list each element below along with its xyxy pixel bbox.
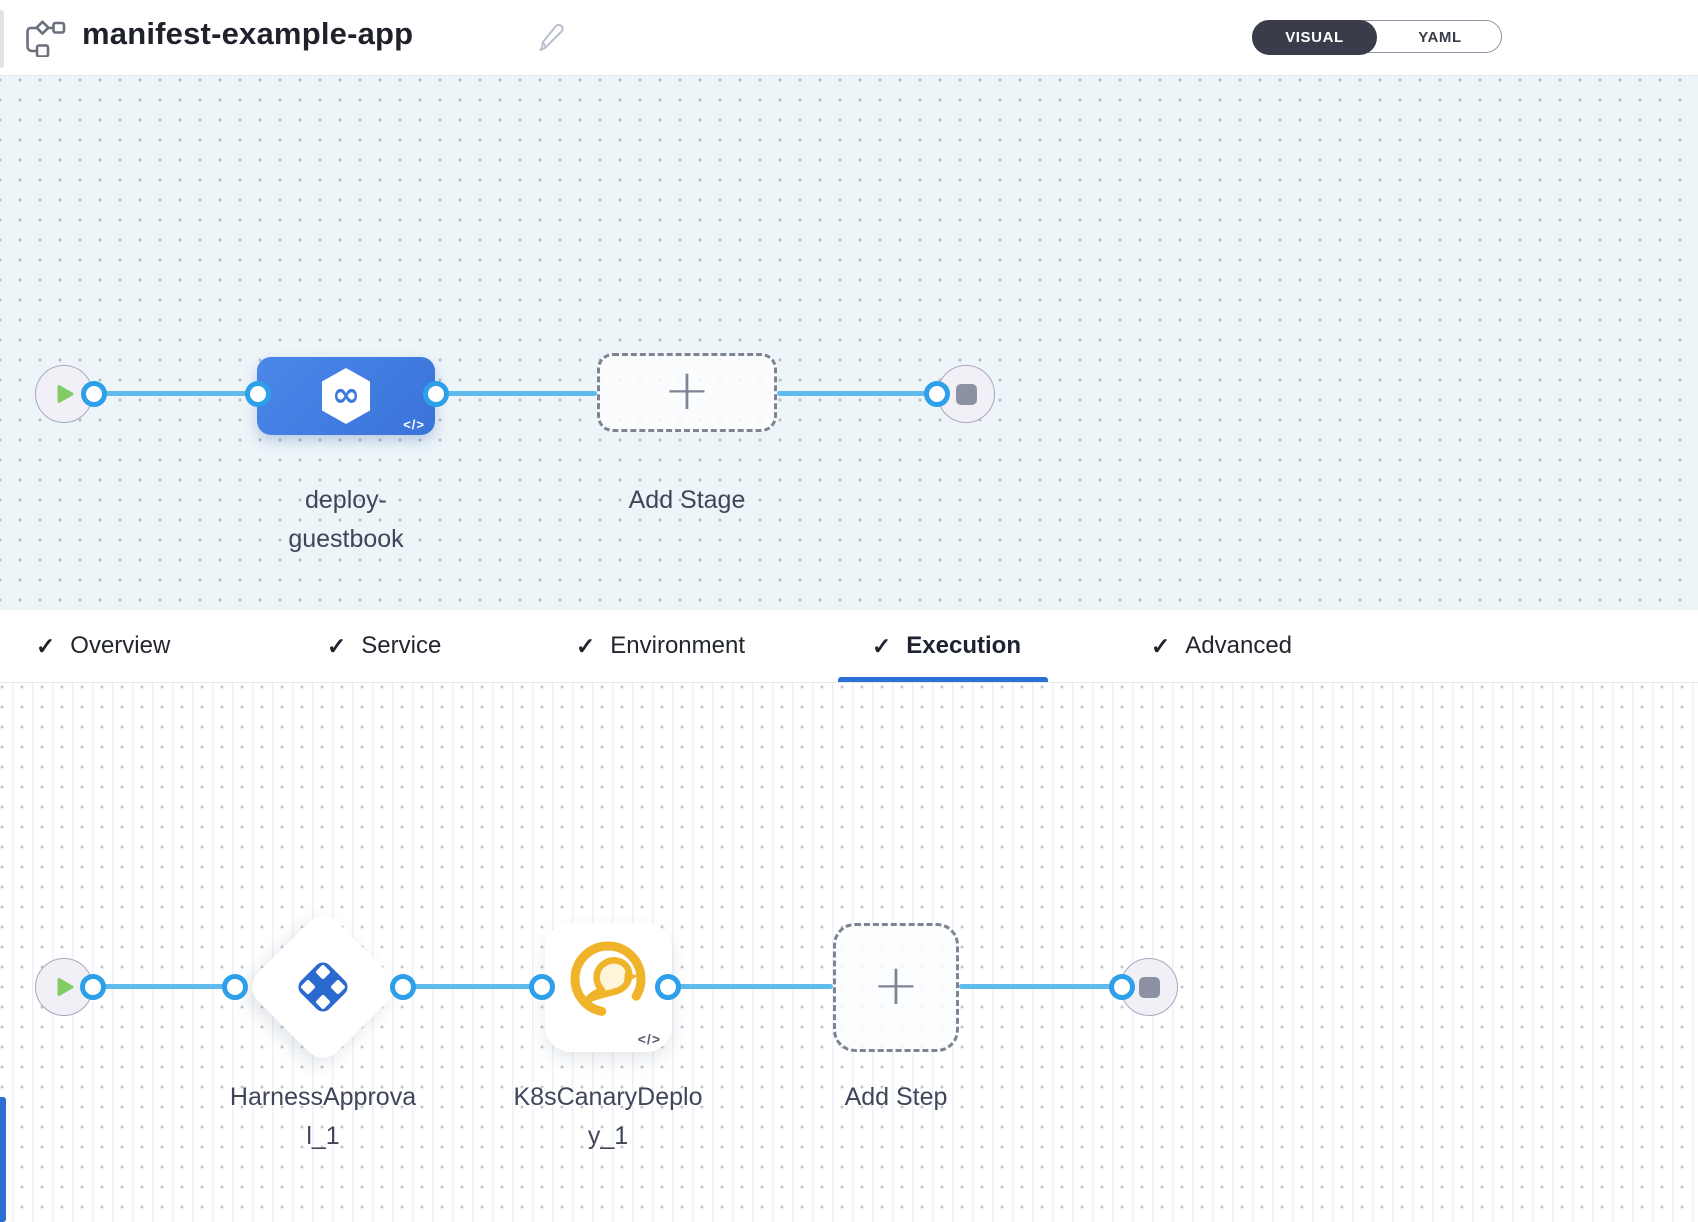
tab-label: Service — [361, 632, 442, 659]
add-stage-label: Add Stage — [628, 486, 746, 514]
harness-approval-icon — [298, 962, 348, 1012]
check-icon: ✓ — [36, 632, 56, 659]
execution-graph-canvas[interactable]: </> + HarnessApproval_1 K8sCanaryDeploy_… — [0, 683, 1698, 1222]
tab-service[interactable]: ✓ Service — [327, 610, 441, 682]
edge-port[interactable] — [529, 974, 555, 1000]
stage-graph-canvas[interactable]: ∞ </> + deploy-guestbook Add Stage — [0, 76, 1698, 610]
check-icon: ✓ — [1151, 632, 1171, 659]
edge-addstage-to-end — [777, 391, 937, 396]
check-icon: ✓ — [872, 632, 892, 659]
tab-label: Environment — [610, 632, 746, 659]
edge-port[interactable] — [1109, 974, 1135, 1000]
check-icon: ✓ — [327, 632, 347, 659]
edge-port[interactable] — [924, 381, 950, 407]
view-mode-toggle: VISUAL YAML — [1252, 20, 1502, 55]
active-tab-indicator — [838, 677, 1048, 682]
pipeline-title: manifest-example-app — [82, 16, 414, 51]
svg-text:∞: ∞ — [332, 375, 360, 415]
edge-start-to-approval — [93, 984, 235, 989]
tab-advanced[interactable]: ✓ Advanced — [1151, 610, 1292, 682]
plus-icon: + — [663, 357, 711, 423]
stage-code-badge[interactable]: </> — [403, 417, 425, 432]
step-code-badge[interactable]: </> — [637, 1031, 661, 1047]
visual-toggle-button[interactable]: VISUAL — [1252, 20, 1377, 55]
header: manifest-example-app VISUAL YAML — [0, 0, 1698, 76]
stage-node-deploy-guestbook[interactable]: ∞ </> — [257, 357, 435, 435]
tab-environment[interactable]: ✓ Environment — [576, 610, 745, 682]
add-stage-button[interactable]: + — [597, 353, 777, 432]
edge-port[interactable] — [222, 974, 248, 1000]
step-name-label: K8sCanaryDeploy_1 — [513, 1083, 703, 1150]
yaml-toggle-button[interactable]: YAML — [1418, 28, 1462, 46]
play-icon — [57, 978, 74, 996]
edge-stage-to-addstage — [436, 391, 597, 396]
cd-stage-icon: ∞ — [322, 368, 370, 424]
canary-deploy-icon — [570, 941, 646, 1017]
pipeline-icon — [24, 19, 66, 62]
tab-label: Execution — [906, 632, 1021, 659]
edge-addstep-to-end — [959, 984, 1122, 989]
edge-port[interactable] — [423, 381, 449, 407]
left-edge-accent — [0, 1097, 6, 1222]
add-step-label: Add Step — [844, 1083, 948, 1111]
step-name-label: HarnessApproval_1 — [229, 1083, 417, 1150]
edge-canary-to-addstep — [668, 984, 833, 989]
stop-icon — [955, 383, 977, 405]
stage-name-label: deploy-guestbook — [288, 486, 404, 553]
stage-config-tabs: ✓ Overview ✓ Service ✓ Environment ✓ Exe… — [0, 610, 1698, 683]
edge-port[interactable] — [80, 974, 106, 1000]
tab-overview[interactable]: ✓ Overview — [36, 610, 170, 682]
step-node-k8s-canary-deploy[interactable]: </> — [545, 923, 672, 1052]
edge-start-to-stage — [94, 391, 258, 396]
tab-label: Overview — [70, 632, 171, 659]
play-icon — [57, 385, 74, 403]
edge-port[interactable] — [390, 974, 416, 1000]
check-icon: ✓ — [576, 632, 596, 659]
plus-icon: + — [872, 952, 920, 1018]
edge-approval-to-canary — [403, 984, 542, 989]
edge-port[interactable] — [81, 381, 107, 407]
edge-port[interactable] — [655, 974, 681, 1000]
add-step-button[interactable]: + — [833, 923, 959, 1052]
edit-title-icon[interactable] — [536, 20, 566, 57]
stop-icon — [1138, 976, 1160, 998]
edge-port[interactable] — [245, 381, 271, 407]
left-edge-decoration — [0, 10, 4, 68]
tab-label: Advanced — [1185, 632, 1293, 659]
tab-execution[interactable]: ✓ Execution — [872, 610, 1021, 682]
